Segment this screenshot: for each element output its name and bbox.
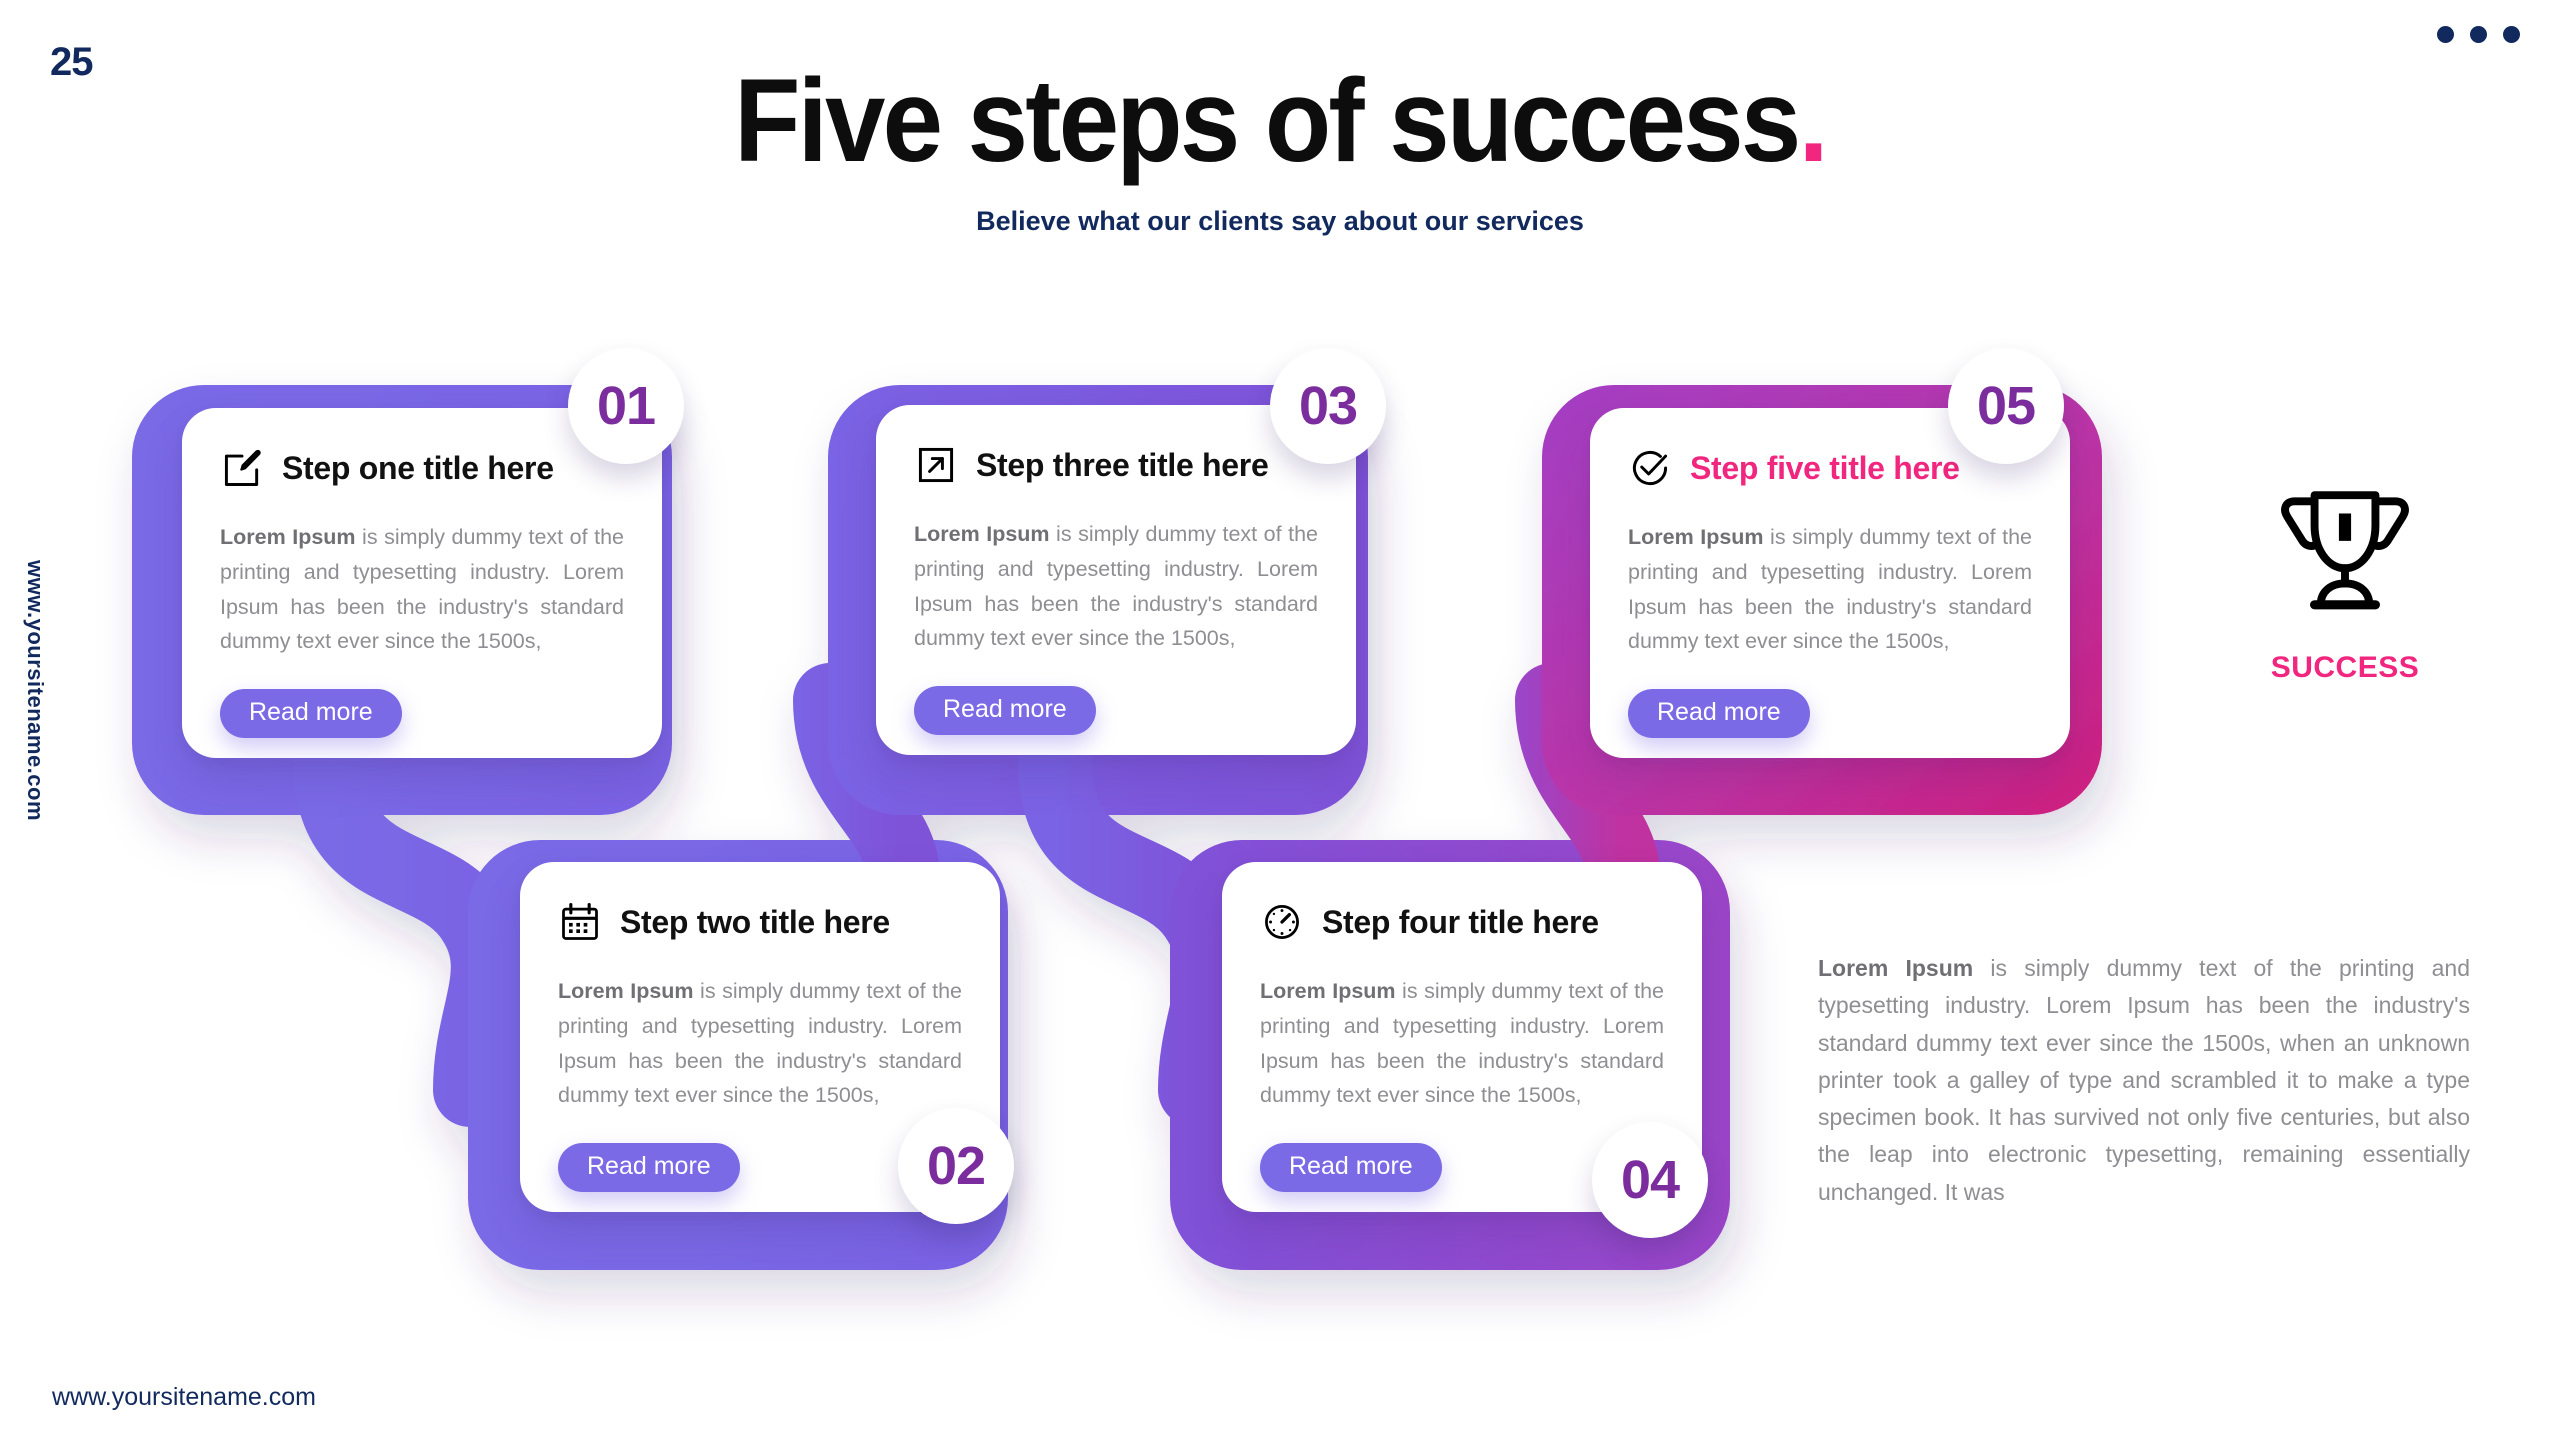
- card-body-text: is simply dummy text of the printing and…: [1628, 525, 2032, 654]
- card-body-lead: Lorem Ipsum: [1628, 525, 1764, 549]
- step-badge-05: 05: [1948, 348, 2064, 464]
- arrow-up-right-square-icon: [918, 447, 954, 483]
- dot-icon: [2437, 26, 2454, 43]
- card-header: Step four title here: [1260, 896, 1664, 948]
- step-card-03[interactable]: Step three title here Lorem Ipsum is sim…: [876, 405, 1356, 755]
- card-title: Step four title here: [1322, 903, 1599, 940]
- read-more-button[interactable]: Read more: [1628, 689, 1810, 739]
- menu-dots[interactable]: [2437, 26, 2520, 43]
- success-label: SUCCESS: [2270, 651, 2420, 684]
- card-title: Step two title here: [620, 903, 890, 940]
- card-body-lead: Lorem Ipsum: [1260, 979, 1396, 1003]
- page-title-text: Five steps of success: [734, 55, 1801, 187]
- card-body-text: is simply dummy text of the printing and…: [558, 979, 962, 1108]
- card-body-lead: Lorem Ipsum: [220, 525, 356, 549]
- card-body: Lorem Ipsum is simply dummy text of the …: [914, 517, 1318, 656]
- card-title: Step five title here: [1690, 449, 1960, 486]
- stopwatch-icon: [1265, 905, 1299, 939]
- success-block: SUCCESS: [2195, 480, 2495, 685]
- dot-icon: [2503, 26, 2520, 43]
- card-body: Lorem Ipsum is simply dummy text of the …: [1260, 974, 1664, 1113]
- card-header: Step two title here: [558, 896, 962, 948]
- card-title: Step three title here: [976, 446, 1269, 483]
- card-header: Step five title here: [1628, 442, 2032, 494]
- card-body-text: is simply dummy text of the printing and…: [914, 522, 1318, 651]
- card-title: Step one title here: [282, 449, 554, 486]
- step-badge-04: 04: [1592, 1122, 1708, 1238]
- step-badge-03: 03: [1270, 348, 1386, 464]
- read-more-button[interactable]: Read more: [914, 686, 1096, 736]
- calendar-icon: [562, 903, 598, 940]
- side-paragraph-lead: Lorem Ipsum: [1818, 955, 1974, 981]
- card-body: Lorem Ipsum is simply dummy text of the …: [558, 974, 962, 1113]
- card-body-lead: Lorem Ipsum: [558, 979, 694, 1003]
- edit-square-icon: [224, 449, 261, 486]
- step-badge-02: 02: [898, 1108, 1014, 1224]
- dot-icon: [2470, 26, 2487, 43]
- card-body-text: is simply dummy text of the printing and…: [1260, 979, 1664, 1108]
- step-card-05[interactable]: Step five title here Lorem Ipsum is simp…: [1590, 408, 2070, 758]
- check-circle-icon: [1632, 451, 1668, 485]
- trophy-icon: [2281, 491, 2409, 610]
- read-more-button[interactable]: Read more: [558, 1143, 740, 1193]
- card-body-text: is simply dummy text of the printing and…: [220, 525, 624, 654]
- page-title: Five steps of success.: [102, 59, 2457, 184]
- step-badge-01: 01: [568, 348, 684, 464]
- card-body: Lorem Ipsum is simply dummy text of the …: [1628, 520, 2032, 659]
- read-more-button[interactable]: Read more: [220, 689, 402, 739]
- read-more-button[interactable]: Read more: [1260, 1143, 1442, 1193]
- page-number: 25: [50, 40, 93, 84]
- side-paragraph: Lorem Ipsum is simply dummy text of the …: [1818, 950, 2470, 1211]
- card-body: Lorem Ipsum is simply dummy text of the …: [220, 520, 624, 659]
- vertical-site-url[interactable]: www.yoursitename.com: [23, 560, 48, 822]
- step-card-01[interactable]: Step one title here Lorem Ipsum is simpl…: [182, 408, 662, 758]
- card-body-lead: Lorem Ipsum: [914, 522, 1050, 546]
- title-block: Five steps of success. Believe what our …: [0, 59, 2560, 237]
- card-header: Step one title here: [220, 442, 624, 494]
- side-paragraph-text: is simply dummy text of the printing and…: [1818, 955, 2470, 1205]
- page-subtitle: Believe what our clients say about our s…: [976, 205, 1584, 236]
- footer-site-url[interactable]: www.yoursitename.com: [52, 1383, 316, 1411]
- title-accent-dot: .: [1798, 55, 1828, 187]
- card-header: Step three title here: [914, 439, 1318, 491]
